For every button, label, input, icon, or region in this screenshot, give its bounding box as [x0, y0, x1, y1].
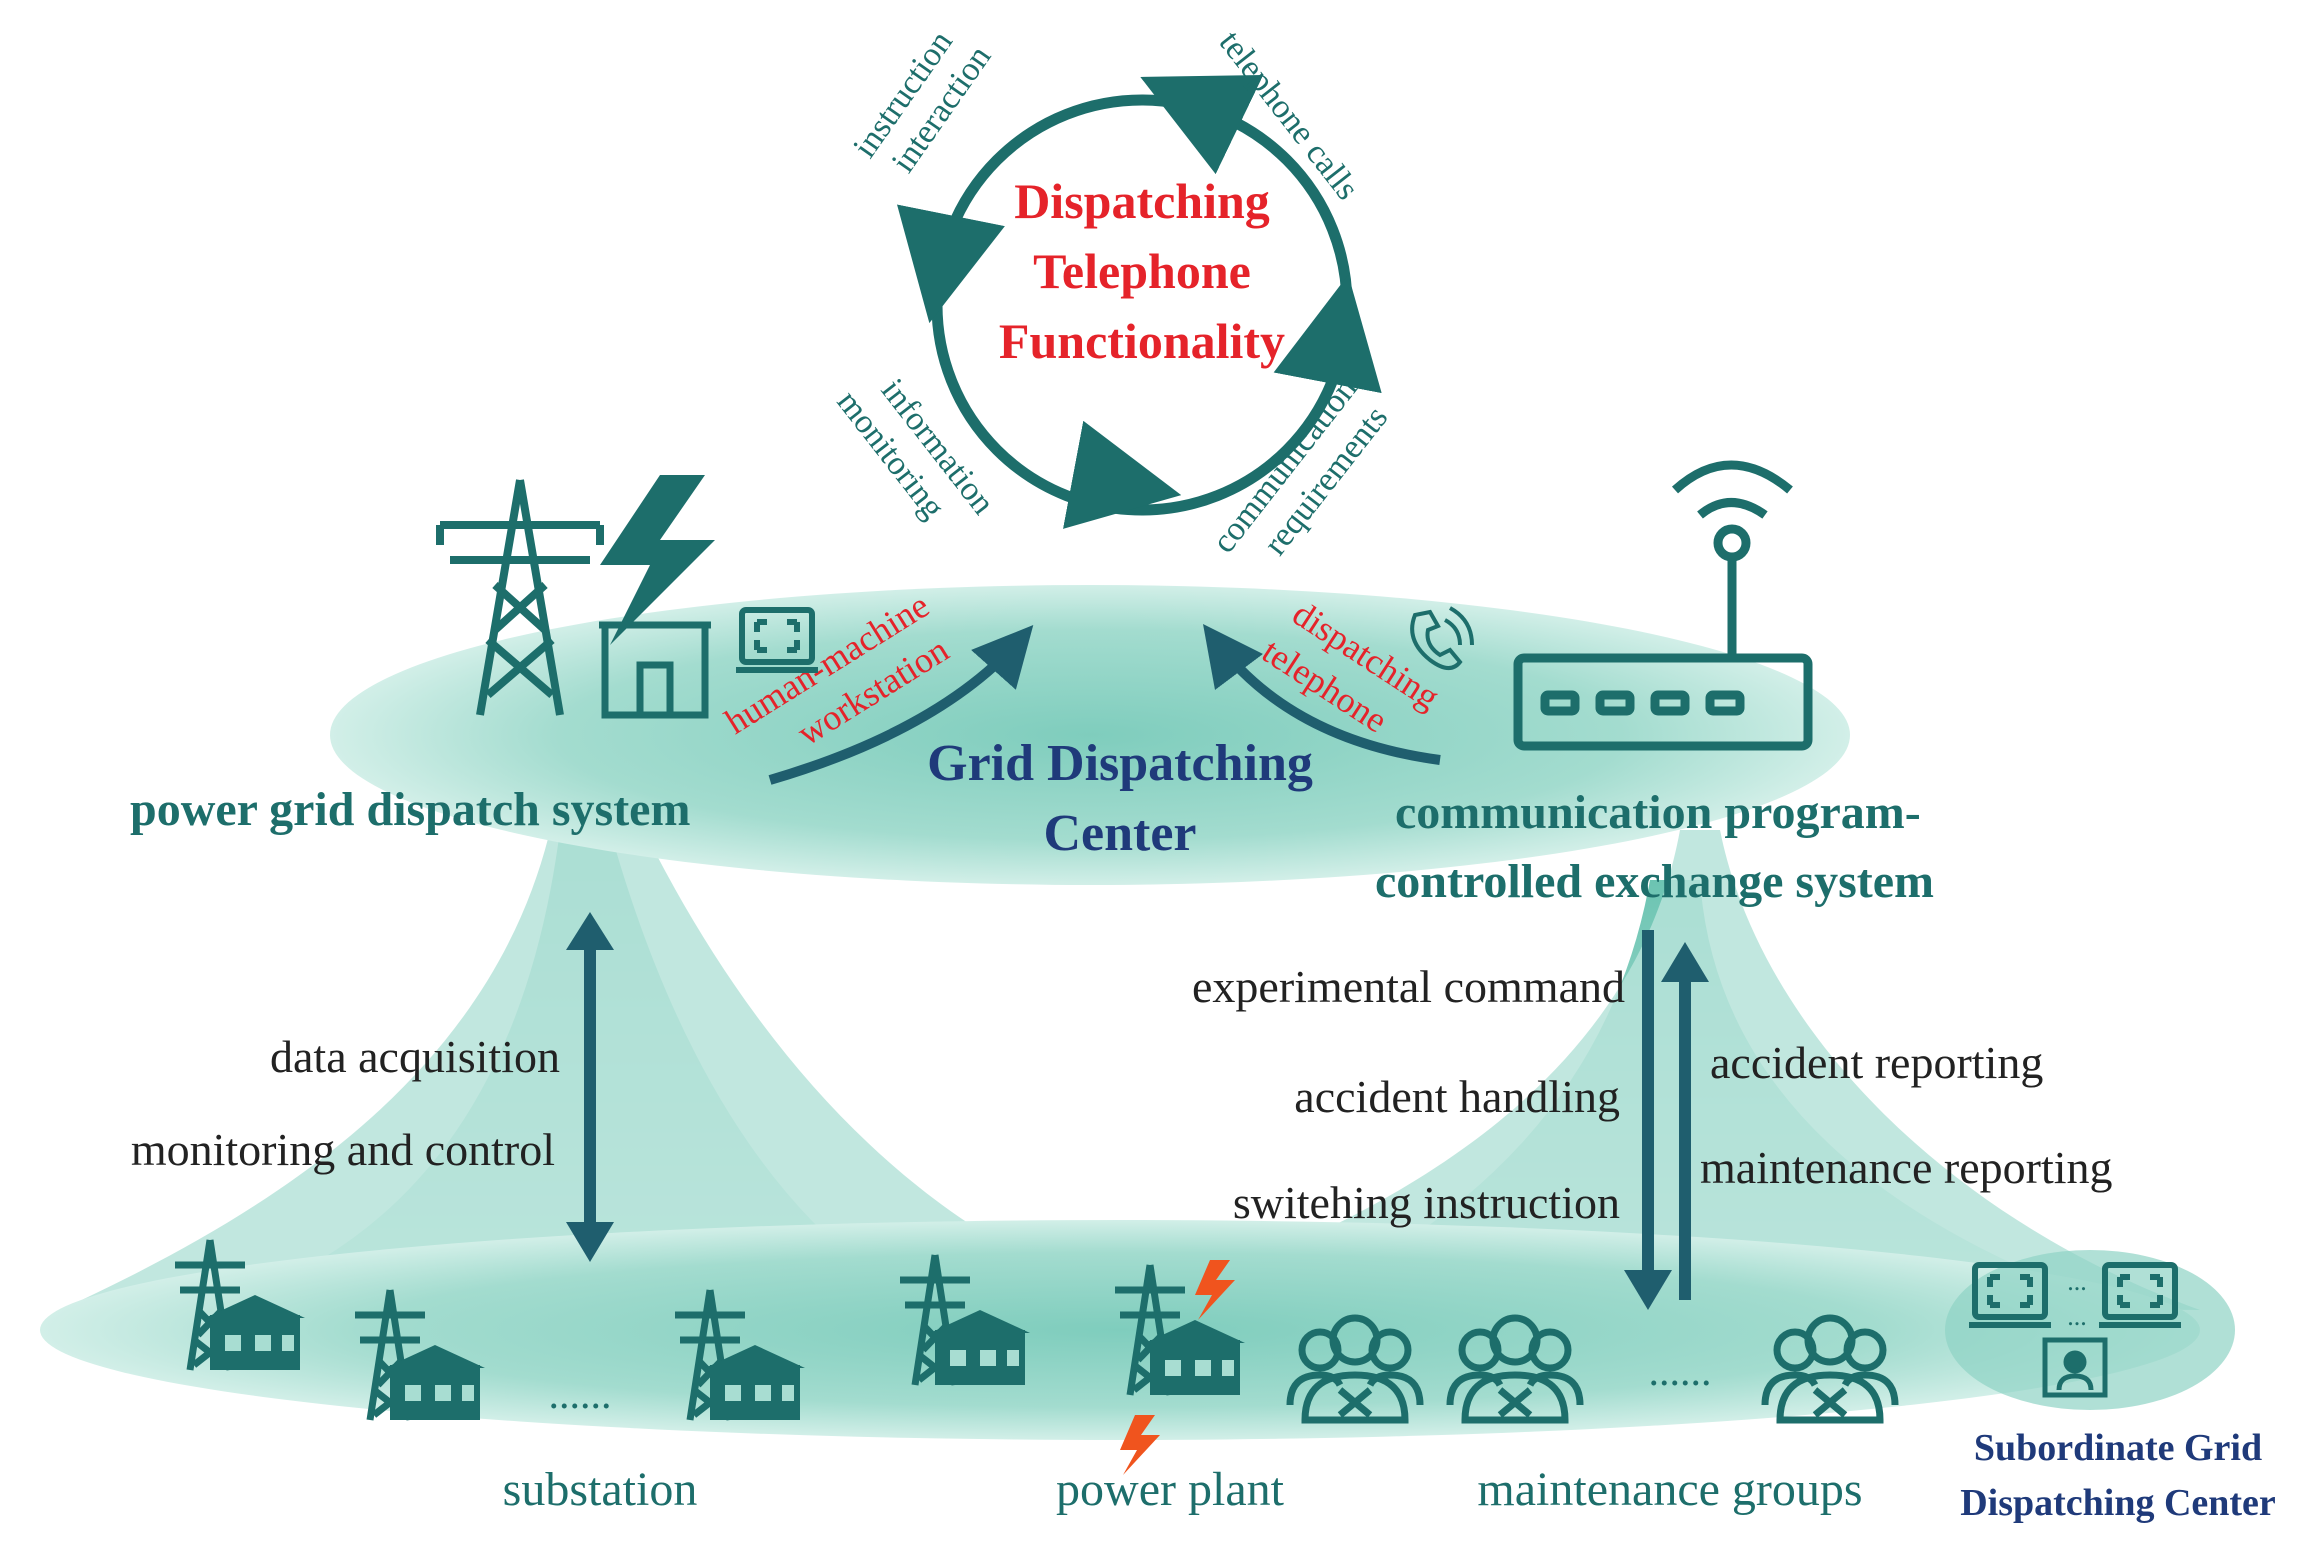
center-oval: [330, 585, 1850, 885]
flow-experimental-command: experimental command: [1192, 961, 1625, 1012]
right-system-title-line-1: communication program-: [1395, 786, 1921, 839]
subordinate-ellipsis: ...: [2067, 1267, 2087, 1296]
flow-accident-handling: accident handling: [1294, 1071, 1620, 1122]
left-double-arrow: [566, 912, 614, 1262]
subordinate-title-line-1: Subordinate Grid: [1974, 1427, 2262, 1469]
cycle-title-line-2: Telephone: [1033, 243, 1251, 299]
cycle-ring: [897, 74, 1382, 529]
right-system-title-line-2: controlled exchange system: [1375, 855, 1934, 908]
power-plant-label: power plant: [1056, 1463, 1285, 1516]
router-icon: [1513, 460, 1813, 751]
dispatching-telephone-arrow: [1202, 624, 1441, 765]
up-arrow: [1661, 942, 1709, 1300]
center-title-line-2: Center: [1043, 805, 1196, 862]
flow-data-acquisition: data acquisition: [270, 1031, 560, 1082]
subordinate-oval: [1945, 1250, 2235, 1410]
cycle-title-line-3: Functionality: [999, 313, 1285, 369]
substation-label: substation: [503, 1463, 698, 1516]
lightning-icon: [600, 475, 715, 645]
maintenance-groups-label: maintenance groups: [1477, 1463, 1862, 1516]
left-system-title: power grid dispatch system: [130, 783, 690, 836]
subordinate-title-line-2: Dispatching Center: [1960, 1482, 2276, 1524]
phone-icon: [1410, 606, 1474, 670]
cycle-title-line-1: Dispatching: [1014, 173, 1270, 229]
right-cone-wide: [1150, 830, 2200, 1310]
maintenance-ellipsis: ......: [1649, 1349, 1712, 1395]
building-icon: [599, 621, 711, 719]
flow-switching-instruction: switehing instruction: [1233, 1177, 1620, 1228]
human-machine-arrow: [768, 625, 1034, 785]
subordinate-ellipsis: ...: [2067, 1302, 2087, 1331]
power-plant-lightning-icon: [1120, 1415, 1160, 1475]
flow-monitoring-control: monitoring and control: [131, 1124, 555, 1175]
operator-screen-icon: [2042, 1337, 2108, 1398]
flow-maintenance-reporting: maintenance reporting: [1700, 1142, 2113, 1193]
down-arrow: [1624, 930, 1672, 1310]
transmission-tower-icon: [436, 479, 604, 716]
substation-ellipsis: ......: [549, 1372, 612, 1418]
center-title-line-1: Grid Dispatching: [927, 735, 1313, 792]
left-cone-wide: [60, 780, 1200, 1320]
flow-accident-reporting: accident reporting: [1710, 1037, 2043, 1088]
power-plant-lightning-icon: [1195, 1260, 1235, 1320]
